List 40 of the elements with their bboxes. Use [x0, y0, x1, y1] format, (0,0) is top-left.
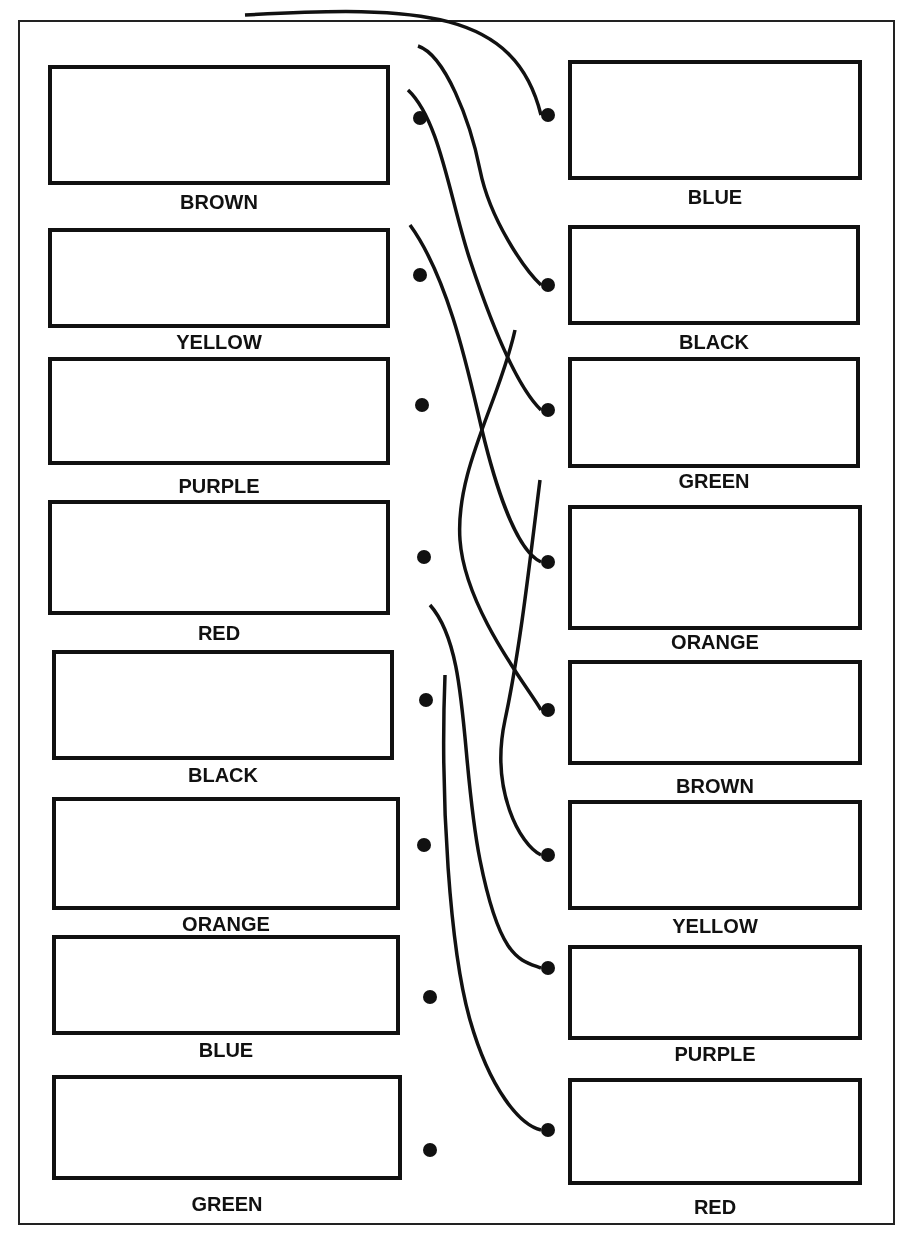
color-label: ORANGE	[671, 631, 759, 654]
terminal-dot	[415, 398, 429, 412]
terminal-dot	[541, 961, 555, 975]
terminal-dot	[417, 838, 431, 852]
color-label: PURPLE	[674, 1043, 756, 1066]
color-label: PURPLE	[178, 475, 260, 498]
color-label: RED	[197, 622, 241, 645]
wire-line	[417, 44, 543, 287]
color-label: YELLOW	[672, 915, 758, 938]
terminal-dot	[413, 268, 427, 282]
color-label: BROWN	[676, 775, 754, 798]
terminal-dot	[419, 693, 433, 707]
terminal-dot	[413, 111, 427, 125]
wire-line	[408, 224, 542, 564]
color-label: BLUE	[687, 186, 743, 209]
terminal-dot	[541, 278, 555, 292]
color-label: YELLOW	[176, 331, 262, 354]
color-label: GREEN	[678, 470, 750, 493]
terminal-dot	[423, 1143, 437, 1157]
color-label: GREEN	[191, 1193, 263, 1216]
wire-line	[499, 479, 542, 857]
terminal-dot	[417, 550, 431, 564]
color-label: BLUE	[198, 1039, 254, 1062]
color-label: BROWN	[180, 191, 258, 214]
color-label: BLACK	[188, 764, 258, 787]
terminal-dot	[423, 990, 437, 1004]
color-label: BLACK	[679, 331, 749, 354]
color-label: ORANGE	[182, 913, 270, 936]
terminal-dot	[541, 108, 555, 122]
terminal-dot	[541, 403, 555, 417]
terminal-dot	[541, 1123, 555, 1137]
terminal-dot	[541, 848, 555, 862]
wire-line	[406, 88, 543, 412]
wire-line	[244, 9, 543, 116]
wire-line	[428, 603, 542, 970]
terminal-dot	[541, 703, 555, 717]
color-label: RED	[693, 1196, 737, 1219]
wire-line	[442, 674, 542, 1132]
terminal-dot	[541, 555, 555, 569]
wire-line	[458, 329, 543, 711]
